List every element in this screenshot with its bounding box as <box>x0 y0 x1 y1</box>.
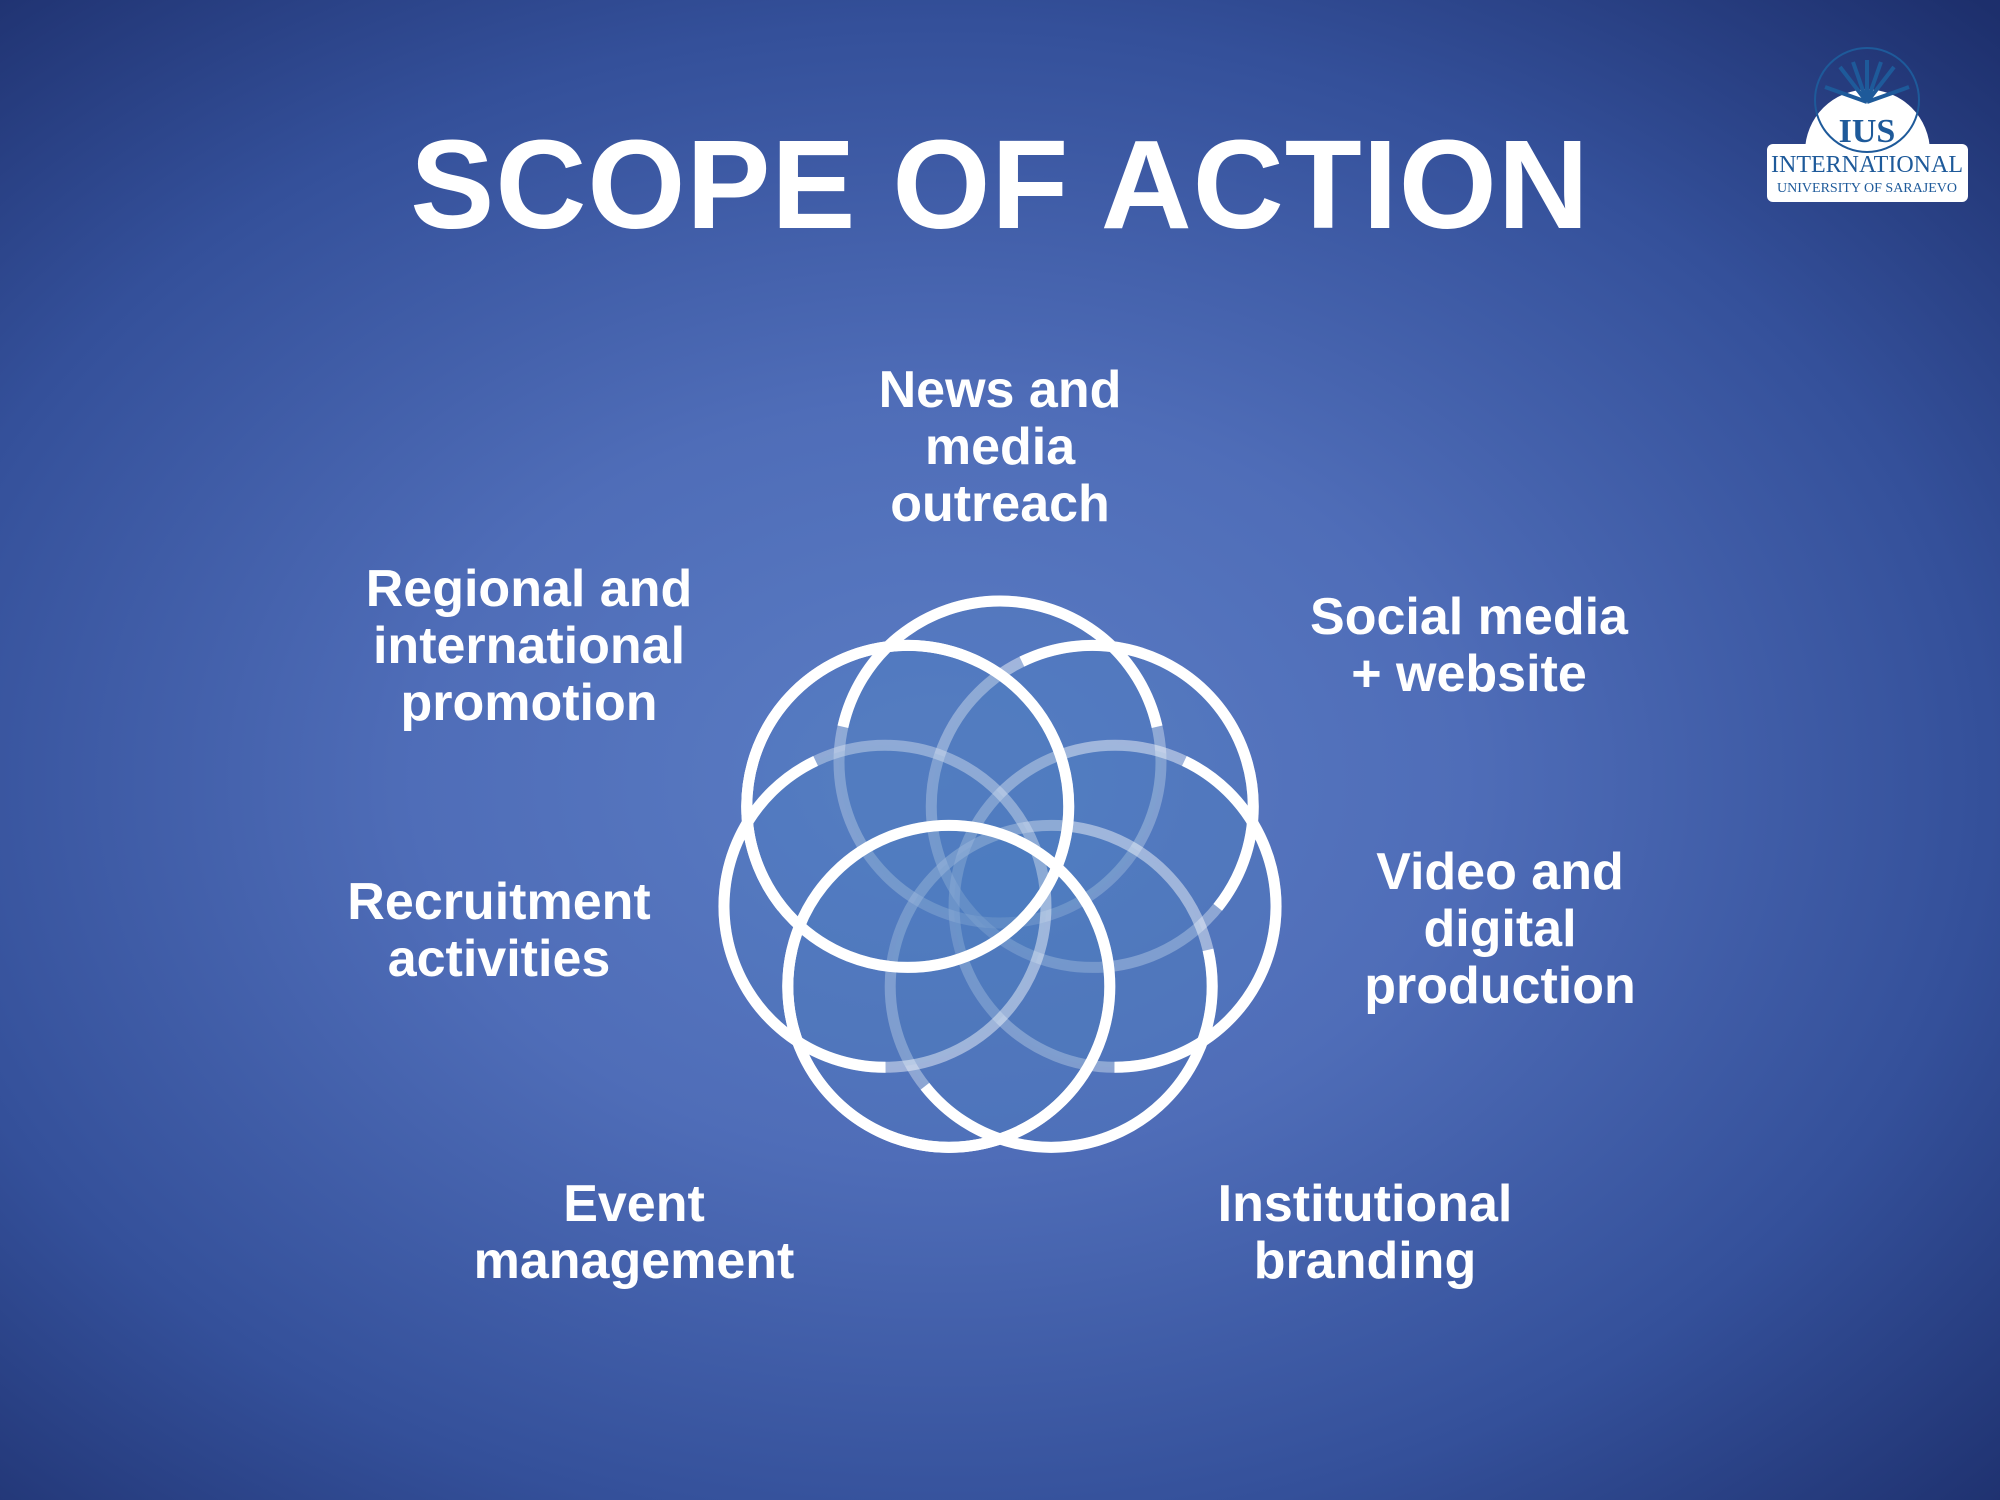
svg-text:IUS: IUS <box>1839 113 1896 150</box>
circle-outline-5 <box>718 755 886 1073</box>
circle-outline-0 <box>837 595 1163 728</box>
item-social-media-website: Social media+ website <box>1310 588 1628 703</box>
front-circle-1 <box>782 819 1116 1153</box>
svg-text:UNIVERSITY OF SARAJEVO: UNIVERSITY OF SARAJEVO <box>1777 181 1957 196</box>
svg-text:INTERNATIONAL: INTERNATIONAL <box>1771 152 1963 178</box>
circle-outline-2 <box>1114 755 1282 1073</box>
circle-outline-1 <box>1019 639 1259 911</box>
university-logo: IUS INTERNATIONAL UNIVERSITY OF SARAJEVO <box>1767 47 1968 202</box>
front-circle-6 <box>741 639 1075 973</box>
slide-title: SCOPE OF ACTION <box>410 114 1590 255</box>
circle-outline-3 <box>920 948 1218 1153</box>
